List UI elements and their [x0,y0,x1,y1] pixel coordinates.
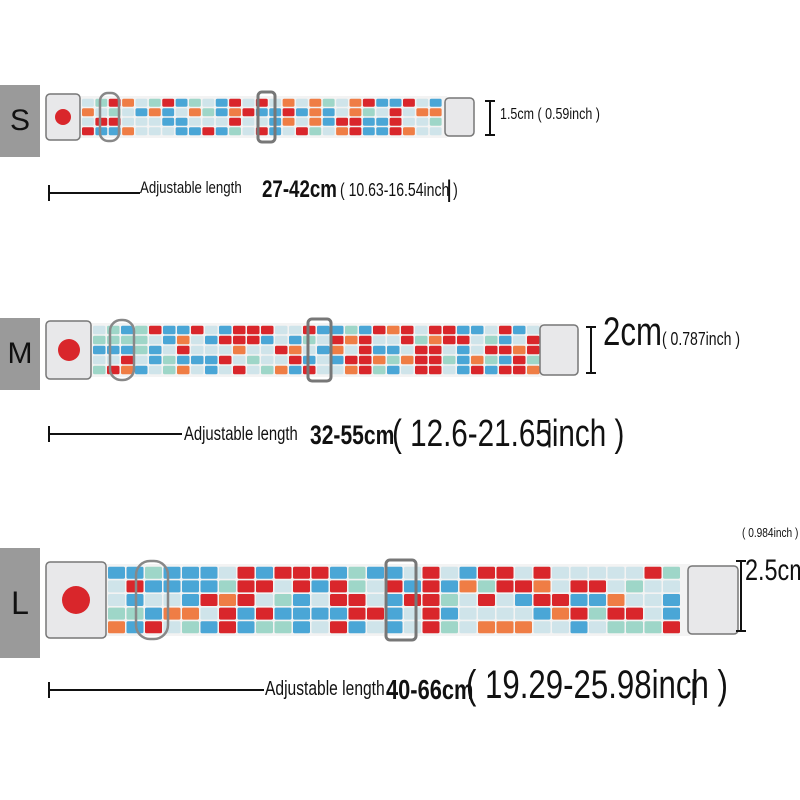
width-inch-m: ( 0.787inch ) [661,329,740,349]
length-cm-l: 40-66cm [386,674,474,705]
width-marker-l [736,560,746,632]
length-inch-l-wrap: ( 19.29-25.98inch ) [466,663,800,708]
size-tag-label: L [11,584,29,621]
width-marker-m [586,326,596,374]
red-dot-icon [55,109,71,125]
d-ring-icon [98,91,121,143]
width-label-m: 2cm( 0.787inch ) [603,310,779,355]
width-inch-l: ( 0.984inch ) [742,525,799,540]
length-label-l: Adjustable length [265,678,418,701]
length-prefix-l: Adjustable length [265,678,385,700]
collar-medium-svg [45,317,579,383]
buckle-icon [45,93,81,141]
length-line-l [48,682,264,698]
length-cm-m: 32-55cm [310,420,395,450]
red-dot-icon [58,339,80,361]
width-inch-s: ( 0.59inch ) [537,106,600,123]
webbing-beads [80,96,447,138]
red-dot-icon [62,586,90,614]
length-end-s: | [446,176,452,204]
size-tag-label: S [9,104,30,137]
length-value-l: 40-66cm [386,674,498,706]
length-end-l: | [690,674,697,706]
slider-icon [306,317,333,383]
width-cm-m: 2cm [603,310,662,354]
width-inch-l-wrap: ( 0.984inch ) [742,524,800,542]
size-tag-label: M [7,337,33,370]
length-value-m: 32-55cm [310,420,418,451]
slider-icon [256,90,277,144]
length-end-mark-s: | [446,176,453,203]
length-prefix-m: Adjustable length [184,424,298,445]
size-tag-l: L [0,548,40,658]
width-cm-l: 2.5cm [745,554,800,587]
length-cm-s: 27-42cm [262,176,337,203]
length-inch-s-wrap: ( 10.63-16.54inch ) [340,180,491,201]
length-prefix-s: Adjustable length [140,178,242,197]
width-cm-s: 1.5cm [500,106,534,123]
d-ring-icon [108,318,136,382]
size-tag-m: M [0,318,40,390]
length-inch-s: ( 10.63-16.54inch ) [340,180,458,200]
width-marker-s [485,100,495,136]
collar-medium-image [44,312,580,388]
slider-icon [384,558,418,642]
buckle-end-icon [539,324,579,376]
webbing-beads [91,323,542,377]
width-cm-l-wrap: 2.5cm [745,554,800,588]
webbing-beads [106,564,690,636]
length-inch-l: ( 19.29-25.98inch ) [466,663,728,707]
length-end-mark-l: | [690,674,698,705]
length-end-mark-m: | [546,418,553,448]
buckle-icon [45,561,107,639]
length-value-s: 27-42cm [262,176,358,204]
length-end-m: | [546,418,553,449]
buckle-end-icon [444,97,475,137]
length-inch-m: ( 12.6-21.65inch ) [392,413,625,455]
size-tag-s: S [0,85,40,157]
d-ring-icon [134,559,170,641]
length-line-m [48,426,182,442]
length-label-m: Adjustable length [184,424,330,446]
buckle-end-icon [687,565,739,635]
length-inch-m-wrap: ( 12.6-21.65inch ) [392,413,690,456]
buckle-icon [45,320,92,380]
length-label-s: Adjustable length [140,178,270,198]
collar-large-image [44,550,740,650]
collar-large-svg [45,558,739,642]
length-line-s [48,185,140,201]
collar-small-image [44,88,476,146]
width-label-s: 1.5cm ( 0.59inch ) [500,106,628,124]
collar-small-svg [45,90,475,144]
